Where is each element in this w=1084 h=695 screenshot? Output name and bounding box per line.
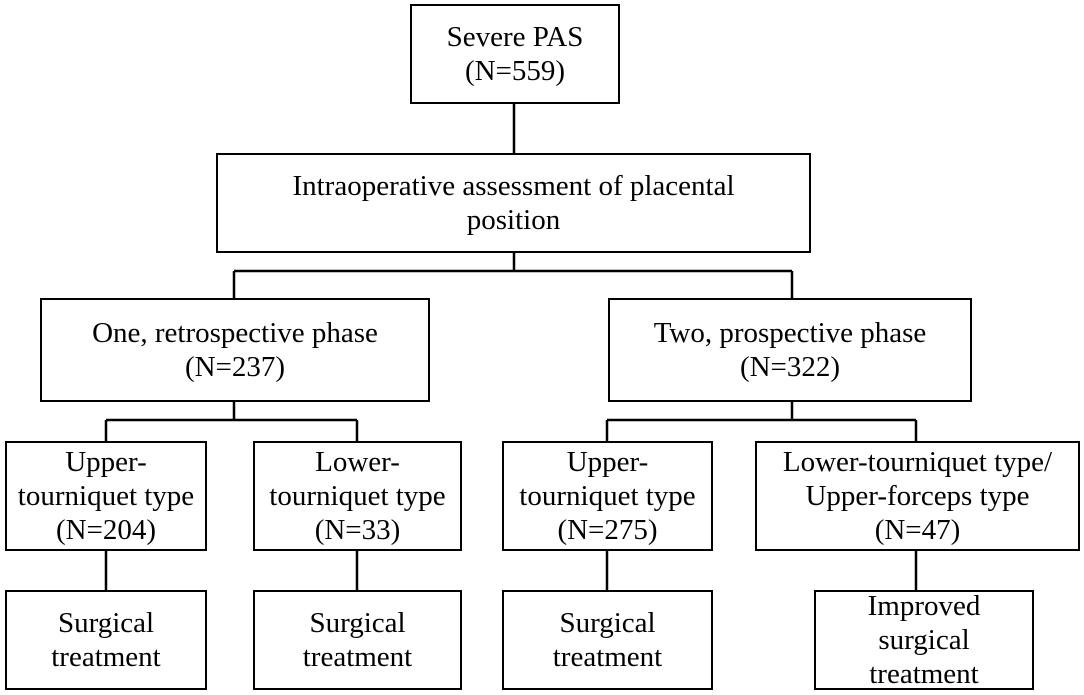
- treatment-4-line-2: surgical: [878, 624, 970, 656]
- phase-two-upper-label-line-2: tourniquet type: [519, 480, 696, 512]
- treatment-4-line-1: Improved: [867, 590, 981, 622]
- severe-pas-count: (N=559): [464, 55, 566, 87]
- treatment-2-line-1: Surgical: [309, 607, 406, 639]
- treatment-2-line-2: treatment: [302, 641, 413, 673]
- phase-one-lower-label-line-1: Lower-: [315, 446, 400, 478]
- retrospective-phase-box: One, retrospective phase (N=237): [40, 298, 430, 402]
- surgical-treatment-box-1: Surgical treatment: [5, 590, 207, 690]
- improved-surgical-treatment-box: Improved surgical treatment: [814, 590, 1034, 690]
- retrospective-phase-label: One, retrospective phase: [92, 317, 378, 349]
- phase-one-lower-count: (N=33): [314, 514, 401, 546]
- phase-two-upper-count: (N=275): [557, 514, 658, 546]
- phase-two-upper-tourniquet-box: Upper- tourniquet type (N=275): [502, 441, 713, 551]
- treatment-1-line-2: treatment: [51, 641, 161, 673]
- prospective-phase-label: Two, prospective phase: [653, 317, 927, 349]
- phase-two-lower-tourniquet-forceps-box: Lower-tourniquet type/ Upper-forceps typ…: [755, 441, 1080, 551]
- treatment-4-line-3: treatment: [869, 658, 979, 690]
- treatment-3-line-2: treatment: [552, 641, 663, 673]
- phase-two-lower-label-line-2: Upper-forceps type: [805, 480, 1030, 512]
- phase-one-lower-tourniquet-box: Lower- tourniquet type (N=33): [253, 441, 462, 551]
- treatment-3-line-1: Surgical: [559, 607, 656, 639]
- intraoperative-assessment-box: Intraoperative assessment of placental p…: [216, 153, 811, 253]
- phase-one-lower-label-line-2: tourniquet type: [269, 480, 446, 512]
- phase-one-upper-label-line-2: tourniquet type: [17, 480, 195, 512]
- assessment-label-line-1: Intraoperative assessment of placental: [292, 170, 735, 202]
- phase-one-upper-count: (N=204): [55, 514, 157, 546]
- severe-pas-label: Severe PAS: [446, 21, 584, 53]
- assessment-label-line-2: position: [466, 204, 561, 236]
- prospective-phase-count: (N=322): [739, 351, 841, 383]
- retrospective-phase-count: (N=237): [184, 351, 286, 383]
- phase-one-upper-label-line-1: Upper-: [65, 446, 147, 478]
- surgical-treatment-box-3: Surgical treatment: [502, 590, 713, 690]
- phase-two-upper-label-line-1: Upper-: [566, 446, 649, 478]
- phase-one-upper-tourniquet-box: Upper- tourniquet type (N=204): [5, 441, 207, 551]
- phase-two-lower-count: (N=47): [874, 514, 961, 546]
- treatment-1-line-1: Surgical: [57, 607, 155, 639]
- phase-two-lower-label-line-1: Lower-tourniquet type/: [782, 446, 1053, 478]
- prospective-phase-box: Two, prospective phase (N=322): [608, 298, 972, 402]
- surgical-treatment-box-2: Surgical treatment: [253, 590, 462, 690]
- severe-pas-box: Severe PAS (N=559): [410, 4, 620, 104]
